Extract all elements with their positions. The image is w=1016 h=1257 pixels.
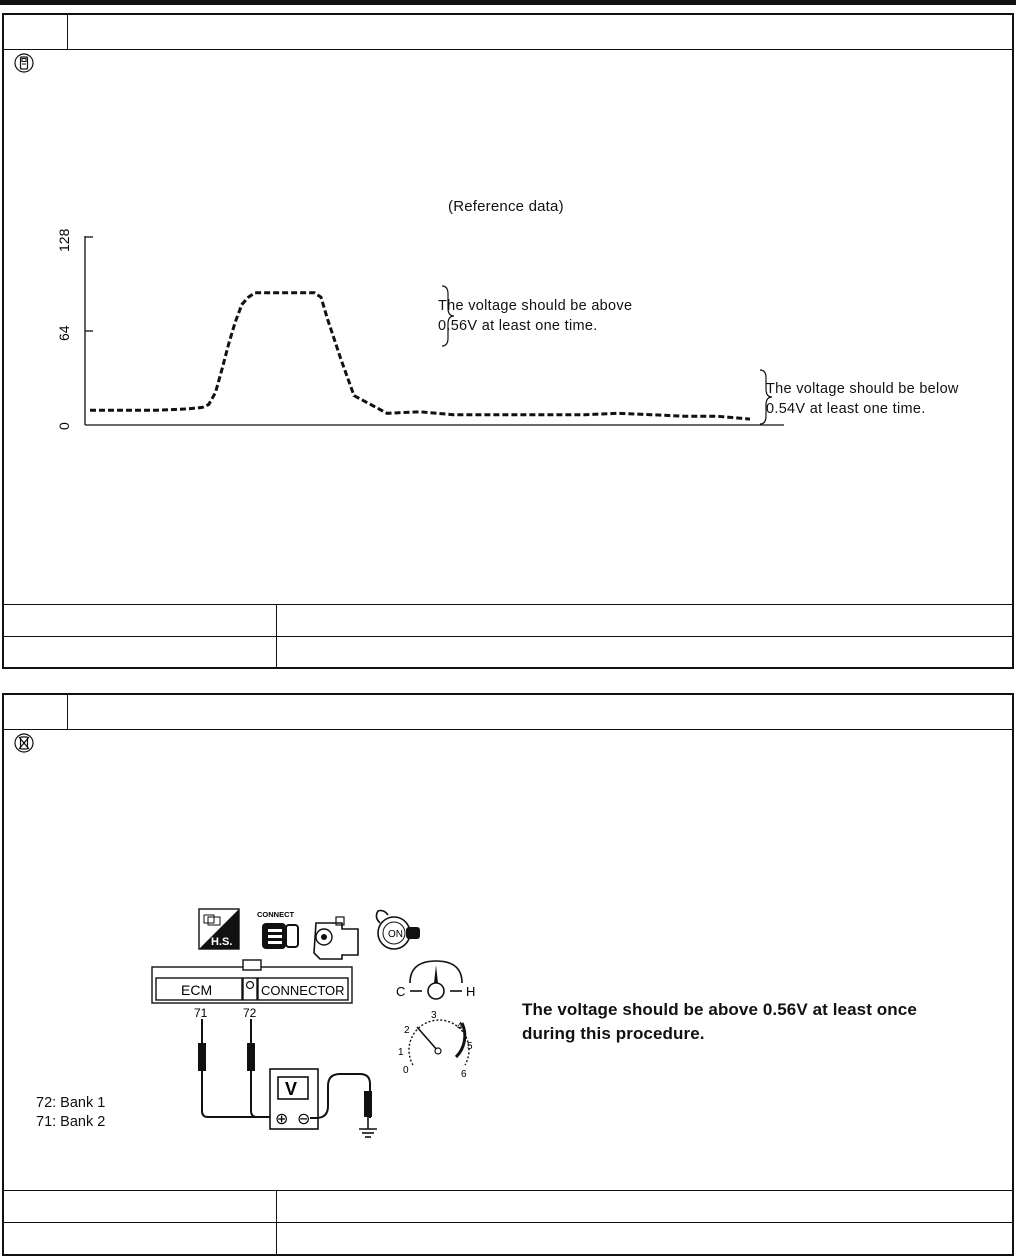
y-tick-label-0: 0: [56, 422, 72, 430]
ground-wire: [310, 1073, 371, 1119]
y-tick-label-64: 64: [56, 325, 72, 341]
voltage-chart: 128 64 0: [56, 228, 784, 430]
hs-harness-icon: H.S.: [198, 908, 240, 950]
hs-label: H.S.: [211, 936, 232, 948]
note-above-line-1: The voltage should be above: [438, 298, 633, 314]
bank-1-legend: 72: Bank 1: [36, 1095, 106, 1111]
probe-71: [198, 1043, 206, 1071]
result-row-ng: [4, 1222, 1012, 1254]
coolant-temp-icon: C H: [396, 960, 475, 1000]
step-block-voltage-check: H.S. CONNECT ON: [2, 693, 1014, 1256]
tachometer-icon: 0 1 2 3 4 5 6: [398, 1010, 473, 1080]
reference-data-caption: (Reference data): [448, 198, 564, 215]
y-tick-label-128: 128: [56, 228, 72, 252]
ground-symbol: [359, 1117, 377, 1138]
dial-3: 3: [431, 1010, 437, 1021]
dial-4: 4: [457, 1021, 463, 1032]
dial-1: 1: [398, 1047, 404, 1058]
measurement-diagram: H.S. CONNECT ON: [151, 908, 475, 1138]
note-below-line-2: 0.54V at least one time.: [766, 401, 926, 417]
note-above: The voltage should be above 0.56V at lea…: [438, 296, 632, 336]
step-header: [4, 695, 1012, 730]
minus-terminal: ⊖: [297, 1109, 310, 1128]
note-below: The voltage should be below 0.54V at lea…: [766, 379, 959, 419]
brace-below: [759, 369, 773, 425]
step-header: [4, 15, 1012, 50]
ground-probe: [364, 1091, 372, 1117]
step-number-cell: [4, 15, 68, 49]
on-label: ON: [388, 929, 403, 940]
connect-label: CONNECT: [257, 910, 295, 919]
voltmeter-label: V: [285, 1079, 297, 1099]
result-label-cell: [4, 605, 277, 636]
result-row-ok: [4, 1190, 1012, 1222]
result-label-cell: [4, 637, 277, 668]
probe-72: [247, 1043, 255, 1071]
voltage-instruction-line-1: The voltage should be above 0.56V at lea…: [522, 1000, 917, 1019]
voltmeter: V ⊕ ⊖: [269, 1068, 319, 1130]
note-above-line-2: 0.56V at least one time.: [438, 318, 598, 334]
dial-5: 5: [467, 1041, 473, 1052]
voltage-instruction: The voltage should be above 0.56V at lea…: [522, 998, 917, 1046]
voltage-instruction-line-2: during this procedure.: [522, 1024, 705, 1043]
connector-left-label: ECM: [181, 982, 212, 998]
temp-hot-label: H: [466, 984, 475, 999]
note-below-line-1: The voltage should be below: [766, 381, 959, 397]
no-tools-icon: [14, 733, 34, 753]
dial-6: 6: [461, 1069, 467, 1080]
step-block-reference-data: (Reference data) 128 64 0 The voltage sh…: [2, 13, 1014, 669]
plus-terminal: ⊕: [275, 1109, 288, 1128]
pin-72-label: 72: [243, 1006, 257, 1020]
data-monitor-icon: [14, 53, 34, 73]
result-label-cell: [4, 1191, 277, 1222]
connect-icon: CONNECT: [257, 910, 299, 949]
brace-above: [441, 285, 455, 347]
temp-cold-label: C: [396, 984, 405, 999]
result-row-ng: [4, 636, 1012, 668]
ignition-on-icon: ON: [375, 909, 420, 950]
result-label-cell: [4, 1223, 277, 1254]
dial-0: 0: [403, 1065, 409, 1076]
bank-2-legend: 71: Bank 2: [36, 1114, 106, 1130]
top-rule: [0, 0, 1016, 5]
dial-2: 2: [404, 1025, 410, 1036]
engine-icon: [313, 916, 359, 960]
ecm-connector: ECM CONNECTOR: [151, 959, 353, 1004]
step-number-cell: [4, 695, 68, 729]
voltage-series-line: [90, 291, 751, 421]
result-row-ok: [4, 604, 1012, 636]
pin-71-label: 71: [194, 1006, 208, 1020]
connector-right-label: CONNECTOR: [261, 983, 345, 998]
